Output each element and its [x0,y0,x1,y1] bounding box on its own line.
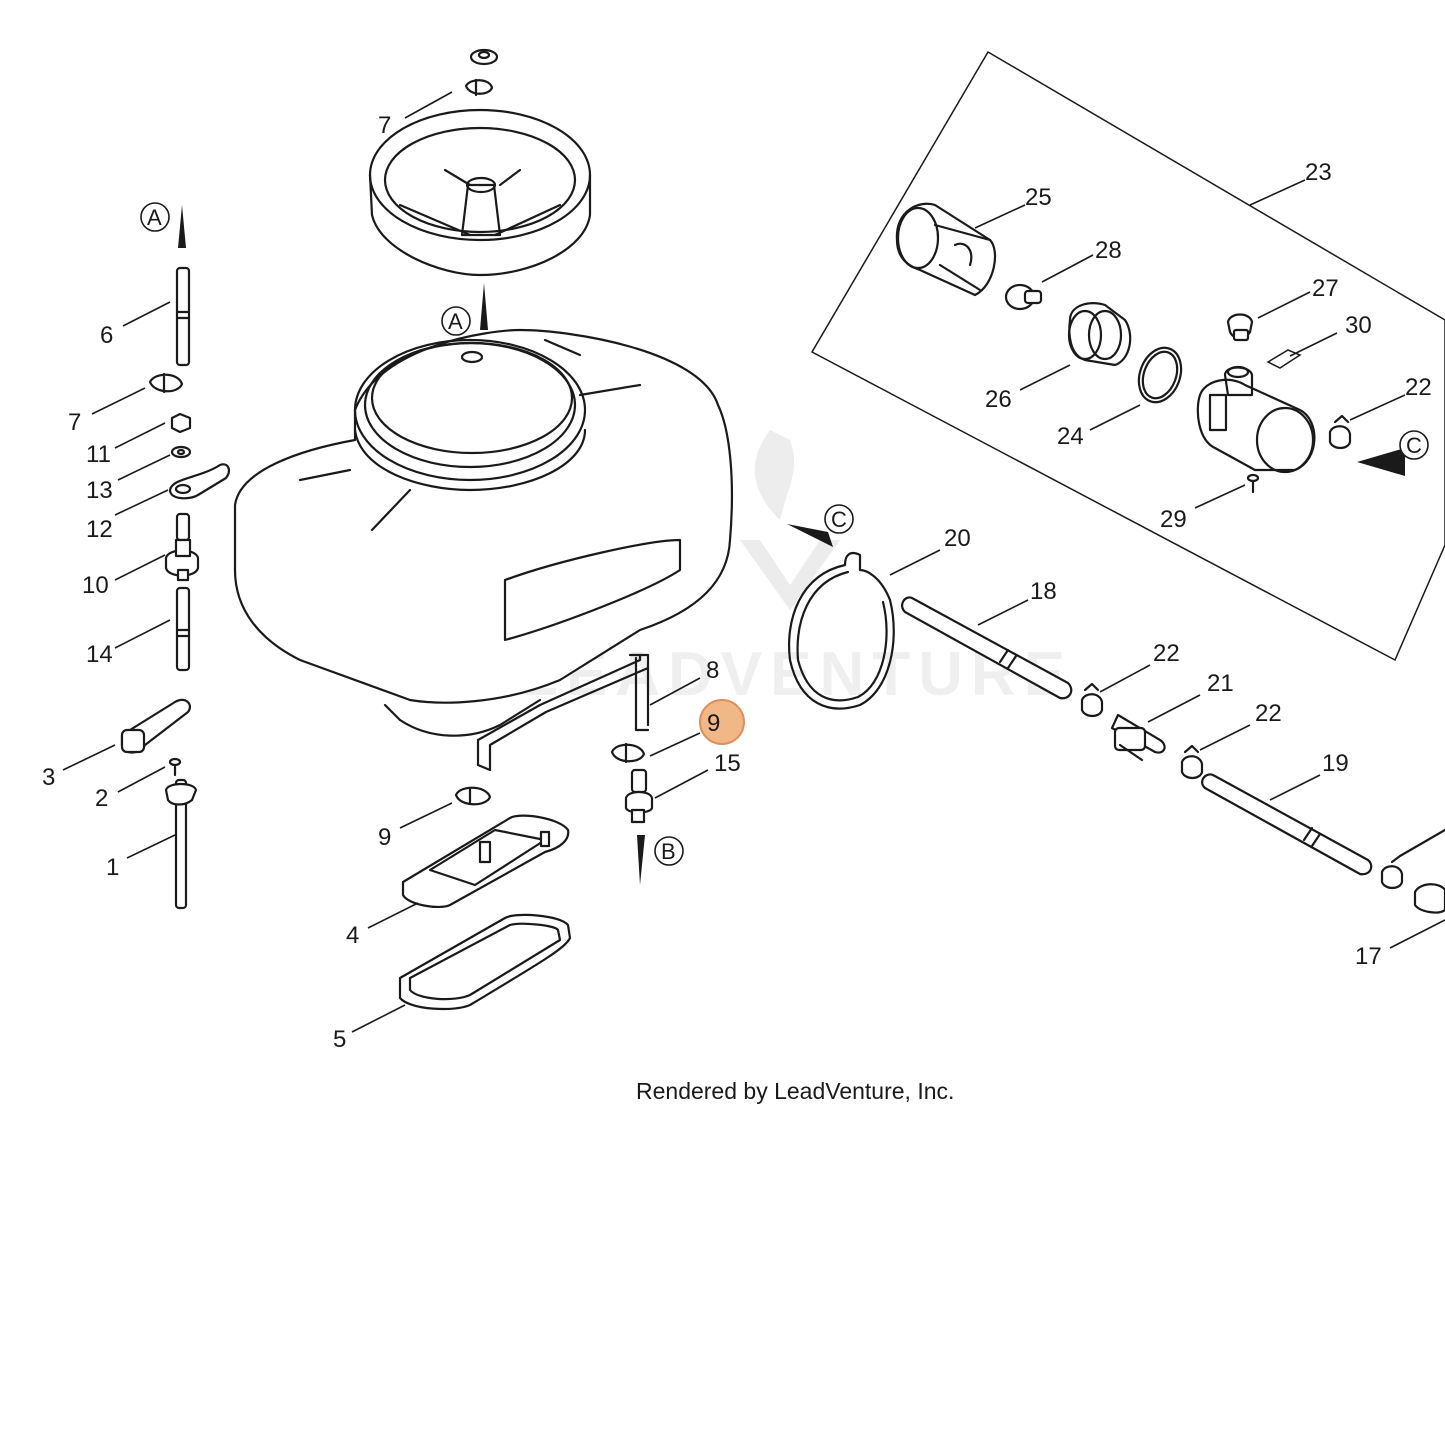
callout-10[interactable]: 10 [82,572,109,599]
callout-15[interactable]: 15 [714,750,741,777]
callout-29[interactable]: 29 [1160,506,1187,533]
svg-text:B: B [661,839,676,864]
fitting-17[interactable] [1413,883,1445,914]
callout-25[interactable]: 25 [1025,184,1052,211]
washer[interactable] [170,445,192,459]
callout-numbers: 7 23 25 28 27 30 22 26 24 29 6 7 11 13 1… [42,112,1432,1053]
callout-30[interactable]: 30 [1345,312,1372,339]
watermark-logo [740,430,840,610]
callout-19[interactable]: 19 [1322,750,1349,777]
clip-lower[interactable] [454,786,492,806]
clamp-ring[interactable] [788,551,895,710]
callout-28[interactable]: 28 [1095,237,1122,264]
strainer-25[interactable] [895,202,997,297]
nozzle-27[interactable] [1226,313,1254,342]
gate-plate[interactable] [401,814,570,909]
callout-5[interactable]: 5 [333,1026,346,1053]
cap-26[interactable] [1067,302,1132,367]
filter-body-29[interactable] [1196,365,1316,474]
shaft-tube-lower[interactable] [175,586,191,672]
arrow-a-left [178,205,186,248]
hopper-tank[interactable] [233,328,734,737]
ref-marker-a-left: A [140,202,170,232]
svg-text:C: C [1406,433,1422,458]
pin-15[interactable] [624,768,654,824]
lever-arm-upper[interactable] [168,463,230,500]
ref-marker-b: B [654,836,684,866]
callout-7-top[interactable]: 7 [378,112,391,139]
filter-assembly-frame [810,50,1445,662]
clamp-22-box[interactable] [1328,414,1352,450]
arrow-b [637,835,645,885]
hose-clamp-a[interactable] [1080,682,1104,718]
callout-12[interactable]: 12 [86,516,113,543]
render-credit: Rendered by LeadVenture, Inc. [636,1078,954,1104]
callout-3[interactable]: 3 [42,764,55,791]
ref-marker-a-center: A [441,306,471,336]
callout-9-lower[interactable]: 9 [378,824,391,851]
callout-24[interactable]: 24 [1057,423,1084,450]
control-arm[interactable] [120,698,191,754]
gate-gasket[interactable] [398,913,572,1011]
callout-6[interactable]: 6 [100,322,113,349]
shaft-tube-upper[interactable] [175,266,191,367]
callout-17[interactable]: 17 [1355,943,1382,970]
lid-cap[interactable] [464,48,499,97]
fitting-28[interactable] [1004,283,1043,311]
hose-clamp-b[interactable] [1180,744,1204,780]
arrow-c-middle [787,524,833,547]
rod-linkage[interactable] [476,653,650,772]
callout-9-highlighted[interactable]: 9 [707,710,720,737]
callout-27[interactable]: 27 [1312,275,1339,302]
callout-22-b[interactable]: 22 [1255,700,1282,727]
callout-22-a[interactable]: 22 [1153,640,1180,667]
callout-22-box[interactable]: 22 [1405,374,1432,401]
svg-text:A: A [448,309,463,334]
callout-20[interactable]: 20 [944,525,971,552]
arrow-c-right [1357,448,1405,476]
callout-21[interactable]: 21 [1207,670,1234,697]
svg-text:A: A [147,205,162,230]
shaft-bushing[interactable] [164,512,200,582]
spreader-lid[interactable] [368,108,592,277]
callout-4[interactable]: 4 [346,922,359,949]
clip-left[interactable] [148,372,184,394]
hose-19[interactable] [1201,773,1373,876]
screw-29[interactable] [1246,473,1260,494]
screw[interactable] [168,757,182,777]
callout-13[interactable]: 13 [86,477,113,504]
callout-18[interactable]: 18 [1030,578,1057,605]
callout-23[interactable]: 23 [1305,159,1332,186]
valve-21[interactable] [1110,713,1166,762]
o-ring-24[interactable] [1132,342,1189,408]
control-rod[interactable] [164,778,198,910]
callout-7-left[interactable]: 7 [68,409,81,436]
clip-center[interactable] [610,742,646,764]
callout-11[interactable]: 11 [86,441,111,468]
arrow-a-center [480,283,488,330]
callout-1[interactable]: 1 [106,854,119,881]
ref-marker-c-right: C [1399,430,1429,460]
hex-nut[interactable] [170,412,192,434]
ref-marker-c-middle: C [824,504,854,534]
leader-lines [62,91,1445,1033]
highlight-marker [699,699,745,745]
callout-8[interactable]: 8 [706,657,719,684]
hose-clamp-c[interactable] [1380,828,1445,890]
hose-18[interactable] [901,596,1073,700]
callout-26[interactable]: 26 [985,386,1012,413]
callout-2[interactable]: 2 [95,785,108,812]
callout-14[interactable]: 14 [86,641,113,668]
svg-text:C: C [831,507,847,532]
label-30[interactable] [1266,349,1302,369]
